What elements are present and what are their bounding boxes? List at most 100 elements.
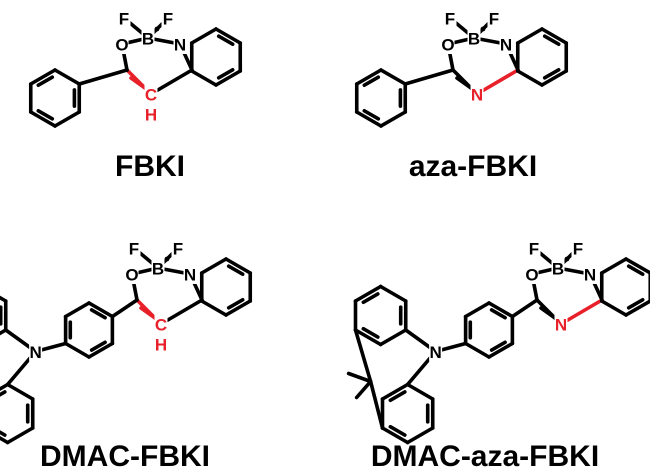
- pyridine-ring-bond-0: [599, 257, 628, 275]
- boron-radical-dot: [564, 256, 570, 262]
- acridine-upper-ring-bond-3-inner: [361, 292, 380, 305]
- phenylene-ring-bond-5-inner: [89, 308, 107, 320]
- atom-f-right: F: [573, 240, 583, 259]
- pyridine-ring-bond-4: [515, 69, 544, 87]
- atom-f-left: F: [529, 240, 539, 259]
- atom-boron: B: [152, 260, 164, 279]
- phenyl-ring-bond-2-inner: [36, 108, 55, 121]
- atom-bridge-hydrogen-halo: [154, 334, 168, 354]
- atom-oxygen-halo: [125, 264, 139, 284]
- atom-bridge-nitrogen: N: [555, 316, 567, 335]
- pyridine-ring-bond-3-inner: [542, 67, 561, 80]
- atom-boron-halo: [151, 258, 165, 278]
- pyridine-ring-bond-3-inner: [626, 297, 645, 310]
- atom-pyridine-nitrogen-halo: [499, 34, 513, 54]
- bond-cq-lower: [368, 379, 385, 430]
- label-dmac-fbki: DMAC-FBKI: [40, 440, 210, 473]
- pyridine-ring-bond-3-inner: [216, 67, 235, 80]
- pyridine-ring-bond-1-inner: [626, 264, 645, 277]
- acridine-lower-ring-bond-5: [5, 382, 35, 401]
- atom-pyridine-nitrogen: N: [500, 36, 512, 55]
- atom-f-left-halo: [527, 238, 541, 258]
- pyridine-ring-bond-3: [224, 299, 253, 317]
- phenylene-ring-bond-1-inner: [89, 340, 107, 352]
- boron-radical-dot: [480, 26, 486, 32]
- phenyl-ring-bond-2: [354, 110, 383, 128]
- atom-oxygen-halo: [441, 34, 455, 54]
- phenylene-ring-bond-4: [63, 301, 91, 319]
- acridine-upper-ring-bond-1: [353, 328, 383, 347]
- phenyl-ring-bond-5: [379, 68, 408, 86]
- atom-acridine-nitrogen: N: [429, 343, 441, 362]
- atom-boron-halo: [467, 28, 481, 48]
- atom-bridge-nitrogen-halo: [470, 84, 484, 104]
- bond-c2-x: [159, 298, 204, 326]
- acridine-upper-ring-bond-3: [353, 284, 383, 303]
- bond-c1-phenyl: [77, 68, 129, 86]
- bond-c2-x: [149, 68, 194, 96]
- atom-f-right: F: [489, 10, 499, 29]
- atom-bridge-nitrogen: N: [471, 86, 483, 105]
- atom-f-left: F: [119, 10, 129, 29]
- phenylene-ring-bond-2: [463, 341, 491, 359]
- bond-c1-phenylene: [510, 298, 539, 319]
- atom-pyridine-nitrogen-halo: [183, 264, 197, 284]
- atom-oxygen-halo: [115, 34, 129, 54]
- atom-oxygen: O: [525, 266, 538, 285]
- atom-boron-halo: [551, 258, 565, 278]
- acridine-upper-ring-bond-1-inner: [361, 326, 380, 339]
- phenylene-ring-bond-2: [63, 341, 91, 359]
- pyridine-ring-bond-1: [624, 257, 650, 275]
- atom-oxygen: O: [115, 36, 128, 55]
- acridine-lower-ring-bond-2: [0, 436, 10, 445]
- acridine-lower-ring-bond-2-inner: [0, 430, 7, 437]
- acridine-upper-ring-bond-4: [378, 284, 408, 303]
- pyridine-ring-bond-1: [224, 257, 253, 275]
- pyridine-ring-bond-1: [214, 27, 243, 45]
- acridine-upper-ring-bond-0: [378, 328, 408, 347]
- pyridine-ring-bond-4: [599, 299, 628, 317]
- atom-f-left-halo: [117, 8, 131, 28]
- pyridine-ring-bond-3: [624, 299, 650, 317]
- acridine-lower-ring-bond-4-inner: [0, 390, 7, 397]
- atom-bridge-carbon-halo: [154, 314, 168, 334]
- atom-pyridine-nitrogen-halo: [583, 264, 597, 284]
- acridine-lower-ring-bond-4-inner: [388, 390, 407, 403]
- phenyl-ring-bond-2-inner: [362, 108, 381, 121]
- bond-c1-x-double: [129, 76, 147, 90]
- bond-c1-x-double: [455, 76, 473, 90]
- atom-bridge-nitrogen-halo: [554, 314, 568, 334]
- label-fbki: FBKI: [115, 150, 185, 183]
- atom-f-left-halo: [127, 238, 141, 258]
- atom-boron: B: [552, 260, 564, 279]
- atom-boron-halo: [141, 28, 155, 48]
- pyridine-ring-bond-1-inner: [226, 264, 245, 277]
- bond-c1-phenylene: [110, 298, 139, 319]
- atom-f-right: F: [173, 240, 183, 259]
- label-aza-fbki: aza-FBKI: [409, 150, 537, 183]
- bond-c1-x-double: [139, 306, 157, 320]
- atom-oxygen: O: [125, 266, 138, 285]
- bond-methyl-1: [346, 371, 373, 384]
- bond-cq-upper: [353, 328, 373, 384]
- bond-methyl-2: [354, 379, 373, 400]
- atom-boron: B: [468, 30, 480, 49]
- acridine-upper-ring-bond-4: [0, 295, 8, 303]
- phenyl-ring-bond-4: [354, 68, 383, 86]
- phenyl-ring-bond-5: [53, 68, 82, 86]
- phenylene-ring-bond-1: [487, 341, 515, 359]
- phenylene-ring-bond-5: [87, 301, 115, 319]
- atom-f-left-halo: [443, 8, 457, 28]
- atom-f-right-halo: [487, 8, 501, 28]
- atom-bridge-hydrogen: H: [145, 106, 157, 125]
- phenylene-ring-bond-1-inner: [489, 340, 507, 352]
- phenylene-ring-bond-5: [487, 301, 515, 319]
- pyridine-ring-bond-4: [189, 69, 218, 87]
- atom-bridge-carbon-halo: [144, 84, 158, 104]
- acridine-upper-ring-bond-0: [0, 328, 8, 336]
- phenyl-ring-bond-4: [28, 68, 57, 86]
- bond-c2-x: [559, 298, 604, 326]
- bond-c2-x: [475, 68, 520, 96]
